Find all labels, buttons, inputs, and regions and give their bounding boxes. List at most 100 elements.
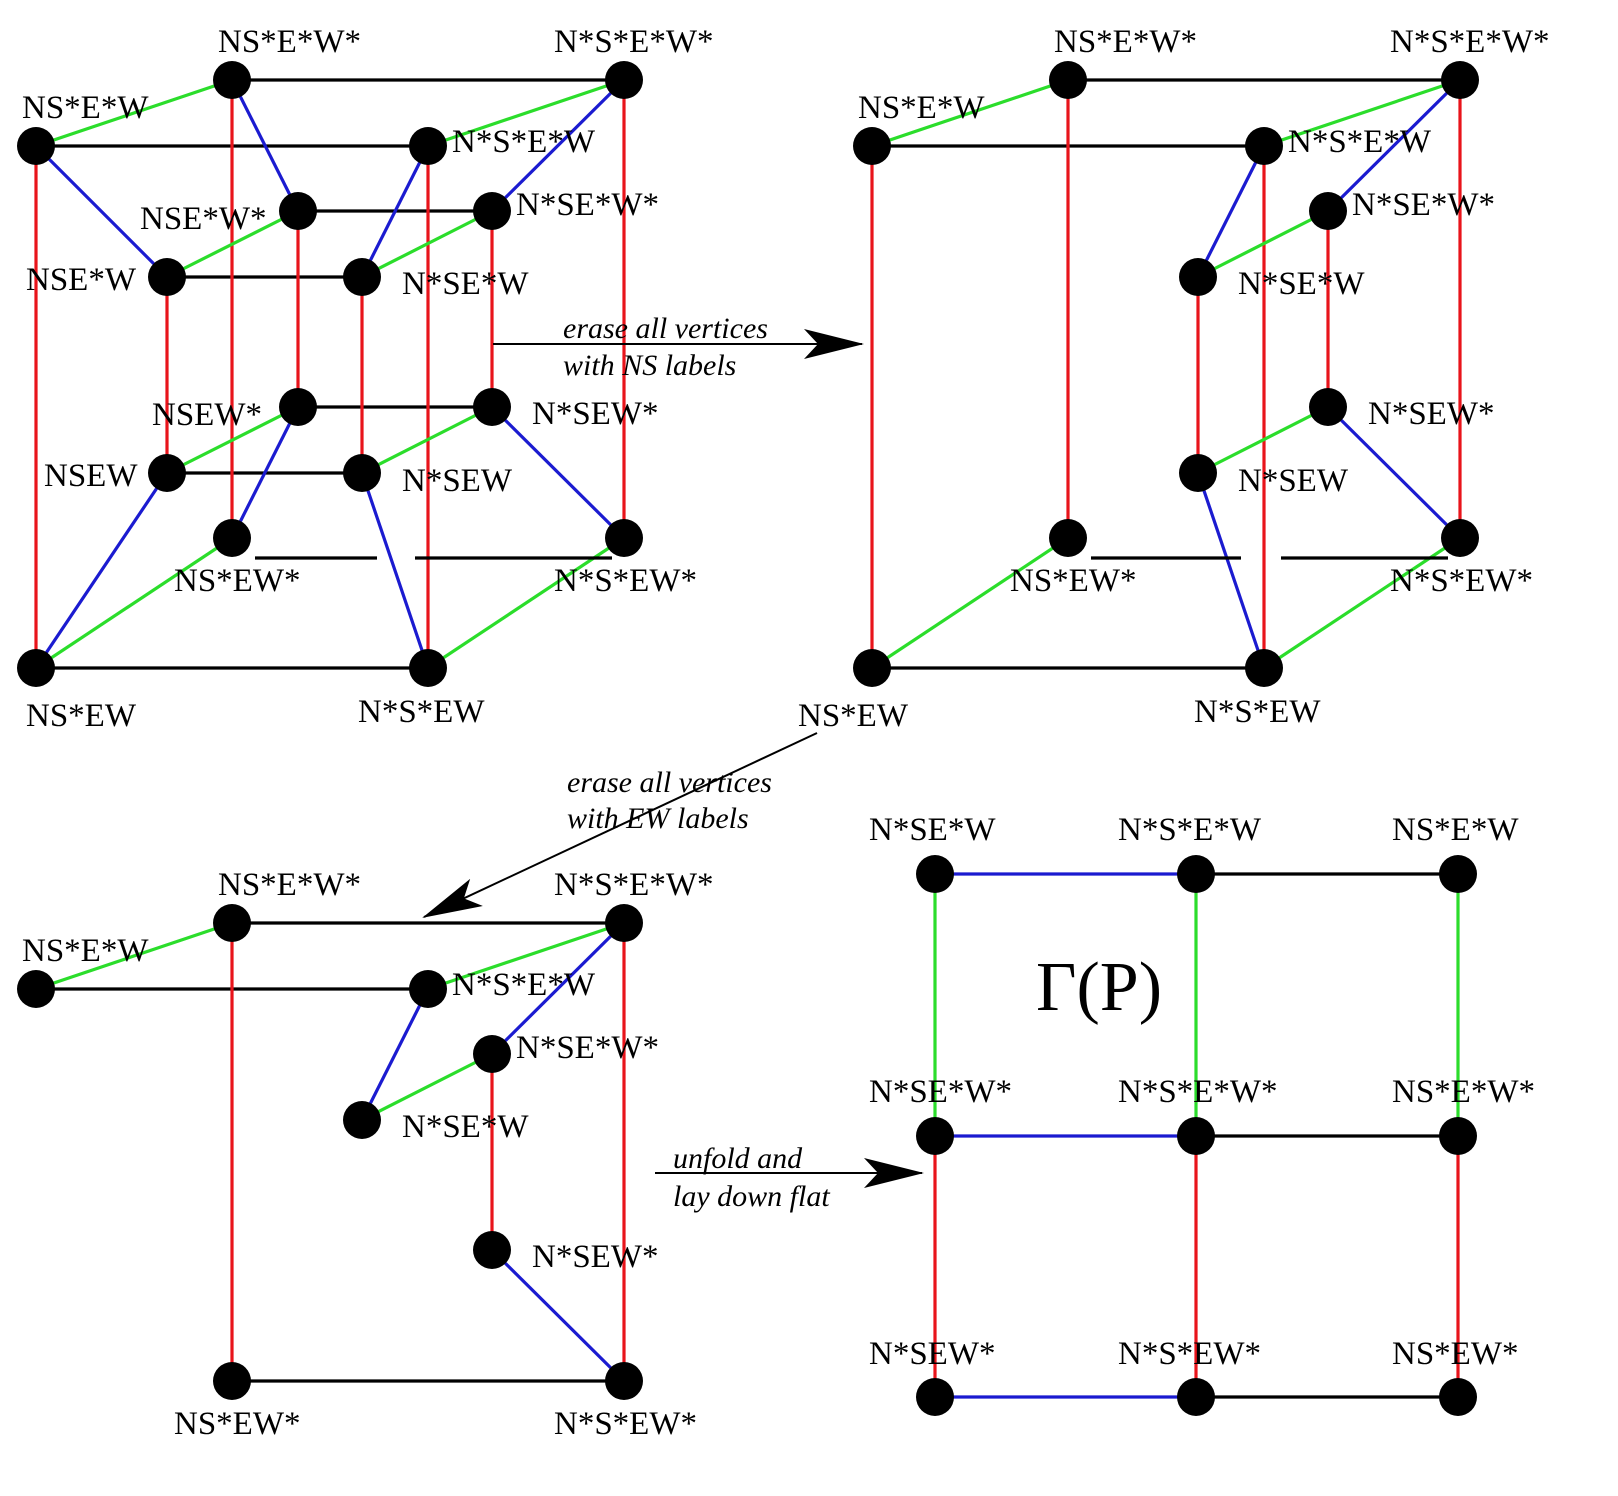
vertex-nssews <box>213 519 251 557</box>
vertex-nssesws <box>1309 192 1347 230</box>
edge-nssew-to-nssews <box>361 405 493 475</box>
vertex-label-nsssew: N*S*EW <box>358 694 485 730</box>
edge-nsssesws-to-nssesws <box>1326 78 1462 213</box>
edge-nssew-to-nssews <box>871 536 1069 670</box>
edge-nssesws-to-nsesws <box>230 79 300 212</box>
vertex-label-nsew: NSEW <box>44 458 138 494</box>
edge-nssesw-to-nssesws <box>871 78 1069 148</box>
vertex-label-nssews: N*SEW* <box>869 1336 996 1372</box>
vertex-nsssew <box>1245 649 1283 687</box>
edge-nssesw-to-nssesws <box>361 1052 493 1122</box>
arrows-layer <box>422 329 924 1188</box>
vertex-nssesw <box>17 127 55 165</box>
vertex-label-nssew: N*SEW <box>402 463 513 499</box>
vertex-nsssews <box>605 519 643 557</box>
vertex-nssesw <box>17 970 55 1008</box>
edge-nsssesw-to-nsssesws <box>1263 78 1461 148</box>
vertex-nssesw <box>1439 855 1477 893</box>
edge-nsesw-to-nsesws <box>166 209 299 279</box>
edge-nsssesw-to-nssesw <box>360 145 430 278</box>
vertex-label-nssesws: N*SE*W* <box>1352 187 1495 223</box>
vertex-nssew <box>343 454 381 492</box>
vertex-nsssesw <box>409 970 447 1008</box>
edge-nssesw-to-nssesws <box>35 921 233 991</box>
vertex-label-nsssew: N*S*EW <box>1194 694 1321 730</box>
edge-nssesw-to-nssesws <box>35 78 233 148</box>
vertex-label-nssesw: N*SE*W <box>402 266 529 302</box>
edge-nsssew-to-nssew <box>360 472 430 669</box>
vertex-nsews <box>279 388 317 426</box>
vertex-nsssesw <box>1177 855 1215 893</box>
arrow-erase-ew <box>422 732 818 918</box>
vertex-nssews <box>213 1362 251 1400</box>
vertex-label-nssew: NS*EW <box>798 698 909 734</box>
vertex-nsesw <box>148 258 186 296</box>
panel-ew-erased-labels: NS*E*W* N*S*E*W* NS*E*W N*S*E*W N*SE*W* N*SE*… <box>22 867 714 1442</box>
vertex-nsssesw <box>1245 127 1283 165</box>
vertex-nssews <box>473 1231 511 1269</box>
vertex-label-nssesw: N*SE*W <box>402 1109 529 1145</box>
labels-layer: NS*E*W*N*S*E*W*NS*E*WN*S*E*WNSE*W*N*SE*W… <box>22 24 1550 1442</box>
vertex-nsssesws <box>1441 61 1479 99</box>
vertex-nsesws <box>279 192 317 230</box>
panel-full-graph-labels: NS*E*W*N*S*E*W*NS*E*WN*S*E*WNSE*W*N*SE*W… <box>22 24 714 734</box>
vertex-label-nsssesw: N*S*E*W <box>1118 812 1262 848</box>
panel-full-graph-vertices <box>17 61 643 687</box>
edge-nssew-to-nssews <box>35 536 233 670</box>
edge-nssesw-to-nsesw <box>34 144 169 279</box>
vertex-nssew <box>1179 454 1217 492</box>
vertex-nssesw <box>343 258 381 296</box>
edge-nssews-to-nsews <box>230 406 300 539</box>
vertex-label-nsssews: N*S*EW* <box>554 563 697 599</box>
vertex-nssesws <box>1439 1117 1477 1155</box>
vertex-nssesws <box>473 1035 511 1073</box>
edge-nssew-to-nssews <box>1197 405 1329 475</box>
edge-nsssew-to-nsssews <box>427 536 625 670</box>
erase-ns-note-line-1: erase all vertices <box>563 312 768 345</box>
edge-nsssesw-to-nssesw <box>360 988 430 1121</box>
vertex-nsssews <box>1441 519 1479 557</box>
vertex-label-nssews: N*SEW* <box>1368 396 1495 432</box>
edge-nsssew-to-nssew <box>1196 472 1266 669</box>
panel-flat-graph-edges <box>933 872 1460 1399</box>
erase-ns-note-line-2: with NS labels <box>563 349 736 382</box>
vertex-label-nssesw: N*SE*W <box>869 812 996 848</box>
edge-nsew-to-nsews <box>166 405 299 475</box>
vertex-nssesws <box>1049 61 1087 99</box>
vertex-label-nsssesws: N*S*E*W* <box>554 24 714 60</box>
vertex-label-nssesws: NS*E*W* <box>1054 24 1197 60</box>
vertex-nssesws <box>916 1117 954 1155</box>
vertex-nssews <box>1049 519 1087 557</box>
unfold-note-line-2: lay down flat <box>673 1180 830 1213</box>
graph-title: Γ(P) <box>1036 949 1162 1026</box>
vertex-nssesw <box>343 1101 381 1139</box>
vertex-label-nssesw: NS*E*W <box>1392 812 1519 848</box>
vertex-nsssesw <box>409 127 447 165</box>
vertex-label-nssesws: N*SE*W* <box>516 1030 659 1066</box>
edge-nssew-to-nsew <box>34 472 169 669</box>
vertex-nsssews <box>605 1362 643 1400</box>
edges-layer <box>34 78 1462 1399</box>
vertex-nsssews <box>1177 1378 1215 1416</box>
edge-nsssews-to-nssews <box>1326 405 1462 540</box>
vertex-label-nsssesws: N*S*E*W* <box>554 867 714 903</box>
vertex-nssew <box>17 649 55 687</box>
vertex-label-nsssesw: N*S*E*W <box>452 967 596 1003</box>
vertex-label-nsssews: N*S*EW* <box>1390 563 1533 599</box>
vertex-nsssesws <box>605 904 643 942</box>
vertex-label-nssesws: NS*E*W* <box>218 867 361 903</box>
edge-nsssews-to-nssews <box>490 1248 626 1383</box>
vertex-label-nsssesws: N*S*E*W* <box>1390 24 1550 60</box>
vertex-label-nssesws: NS*E*W* <box>218 24 361 60</box>
vertex-nsew <box>148 454 186 492</box>
vertex-nssesws <box>213 904 251 942</box>
vertices-layer <box>17 61 1479 1416</box>
vertex-nssew <box>853 649 891 687</box>
vertex-label-nsssews: N*S*EW* <box>554 1406 697 1442</box>
vertex-nssesw <box>916 855 954 893</box>
vertex-label-nssews: NS*EW* <box>1010 563 1137 599</box>
vertex-label-nssesw: NS*E*W <box>22 933 149 969</box>
vertex-nsssew <box>409 649 447 687</box>
erase-ew-note-line-2: with EW labels <box>567 802 749 835</box>
